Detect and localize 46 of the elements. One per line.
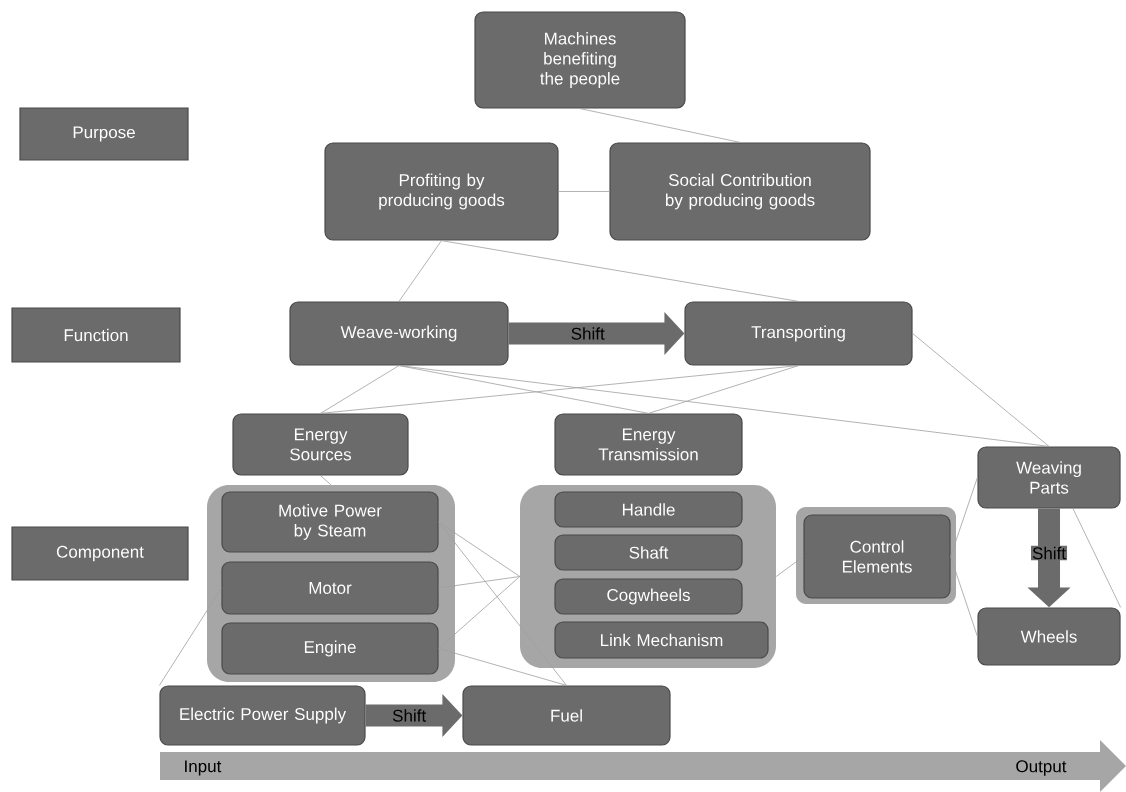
connector-line — [320, 475, 332, 486]
process-box: Fuel — [462, 685, 671, 746]
process-box: Profiting by producing goods — [324, 142, 559, 241]
connector-line — [438, 576, 521, 589]
connector-line — [438, 521, 567, 686]
connector-line — [438, 576, 521, 649]
edge-label: Shift — [391, 708, 428, 723]
process-box: Social Contribution by producing goods — [609, 142, 871, 241]
connector-line — [320, 365, 799, 414]
connector-line — [648, 365, 799, 414]
process-box: Shaft — [554, 534, 743, 571]
process-box: Energy Sources — [232, 413, 409, 476]
connector-line — [775, 556, 804, 577]
axis-label: Output — [1016, 760, 1067, 776]
connector-line — [950, 556, 978, 637]
process-box: Engine — [221, 622, 439, 675]
process-box: Motive Power by Steam — [221, 491, 439, 553]
process-box: Machines benefiting the people — [474, 11, 686, 109]
connector-line — [441, 240, 799, 302]
connector-line — [912, 333, 1050, 447]
level-box: Function — [11, 307, 181, 363]
connector-line — [438, 521, 521, 577]
process-box: Electric Power Supply — [159, 685, 366, 746]
process-box: Energy Transmission — [554, 413, 743, 476]
process-box: Weaving Parts — [977, 446, 1121, 509]
level-box: Component — [11, 526, 189, 581]
process-box: Motor — [221, 561, 439, 615]
process-box: Wheels — [977, 607, 1121, 666]
connector-line — [950, 477, 978, 557]
connector-line — [558, 191, 610, 192]
process-box: Weave-working — [289, 301, 509, 366]
connector-line — [159, 587, 222, 686]
connector-line — [320, 365, 400, 414]
edge-label: Shift — [1031, 545, 1067, 561]
process-box: Cogwheels — [554, 578, 743, 615]
process-box: Link Mechanism — [554, 621, 769, 659]
connector-line — [1072, 508, 1121, 608]
connector-line — [579, 108, 741, 143]
connector-line — [398, 365, 649, 414]
process-box: Control Elements — [803, 514, 951, 599]
connector-line — [438, 648, 567, 686]
edge-label: Shift — [569, 326, 606, 341]
process-box: Handle — [554, 491, 743, 528]
connector-line — [398, 240, 442, 302]
level-box: Purpose — [19, 107, 189, 161]
connector-line — [398, 365, 1050, 447]
